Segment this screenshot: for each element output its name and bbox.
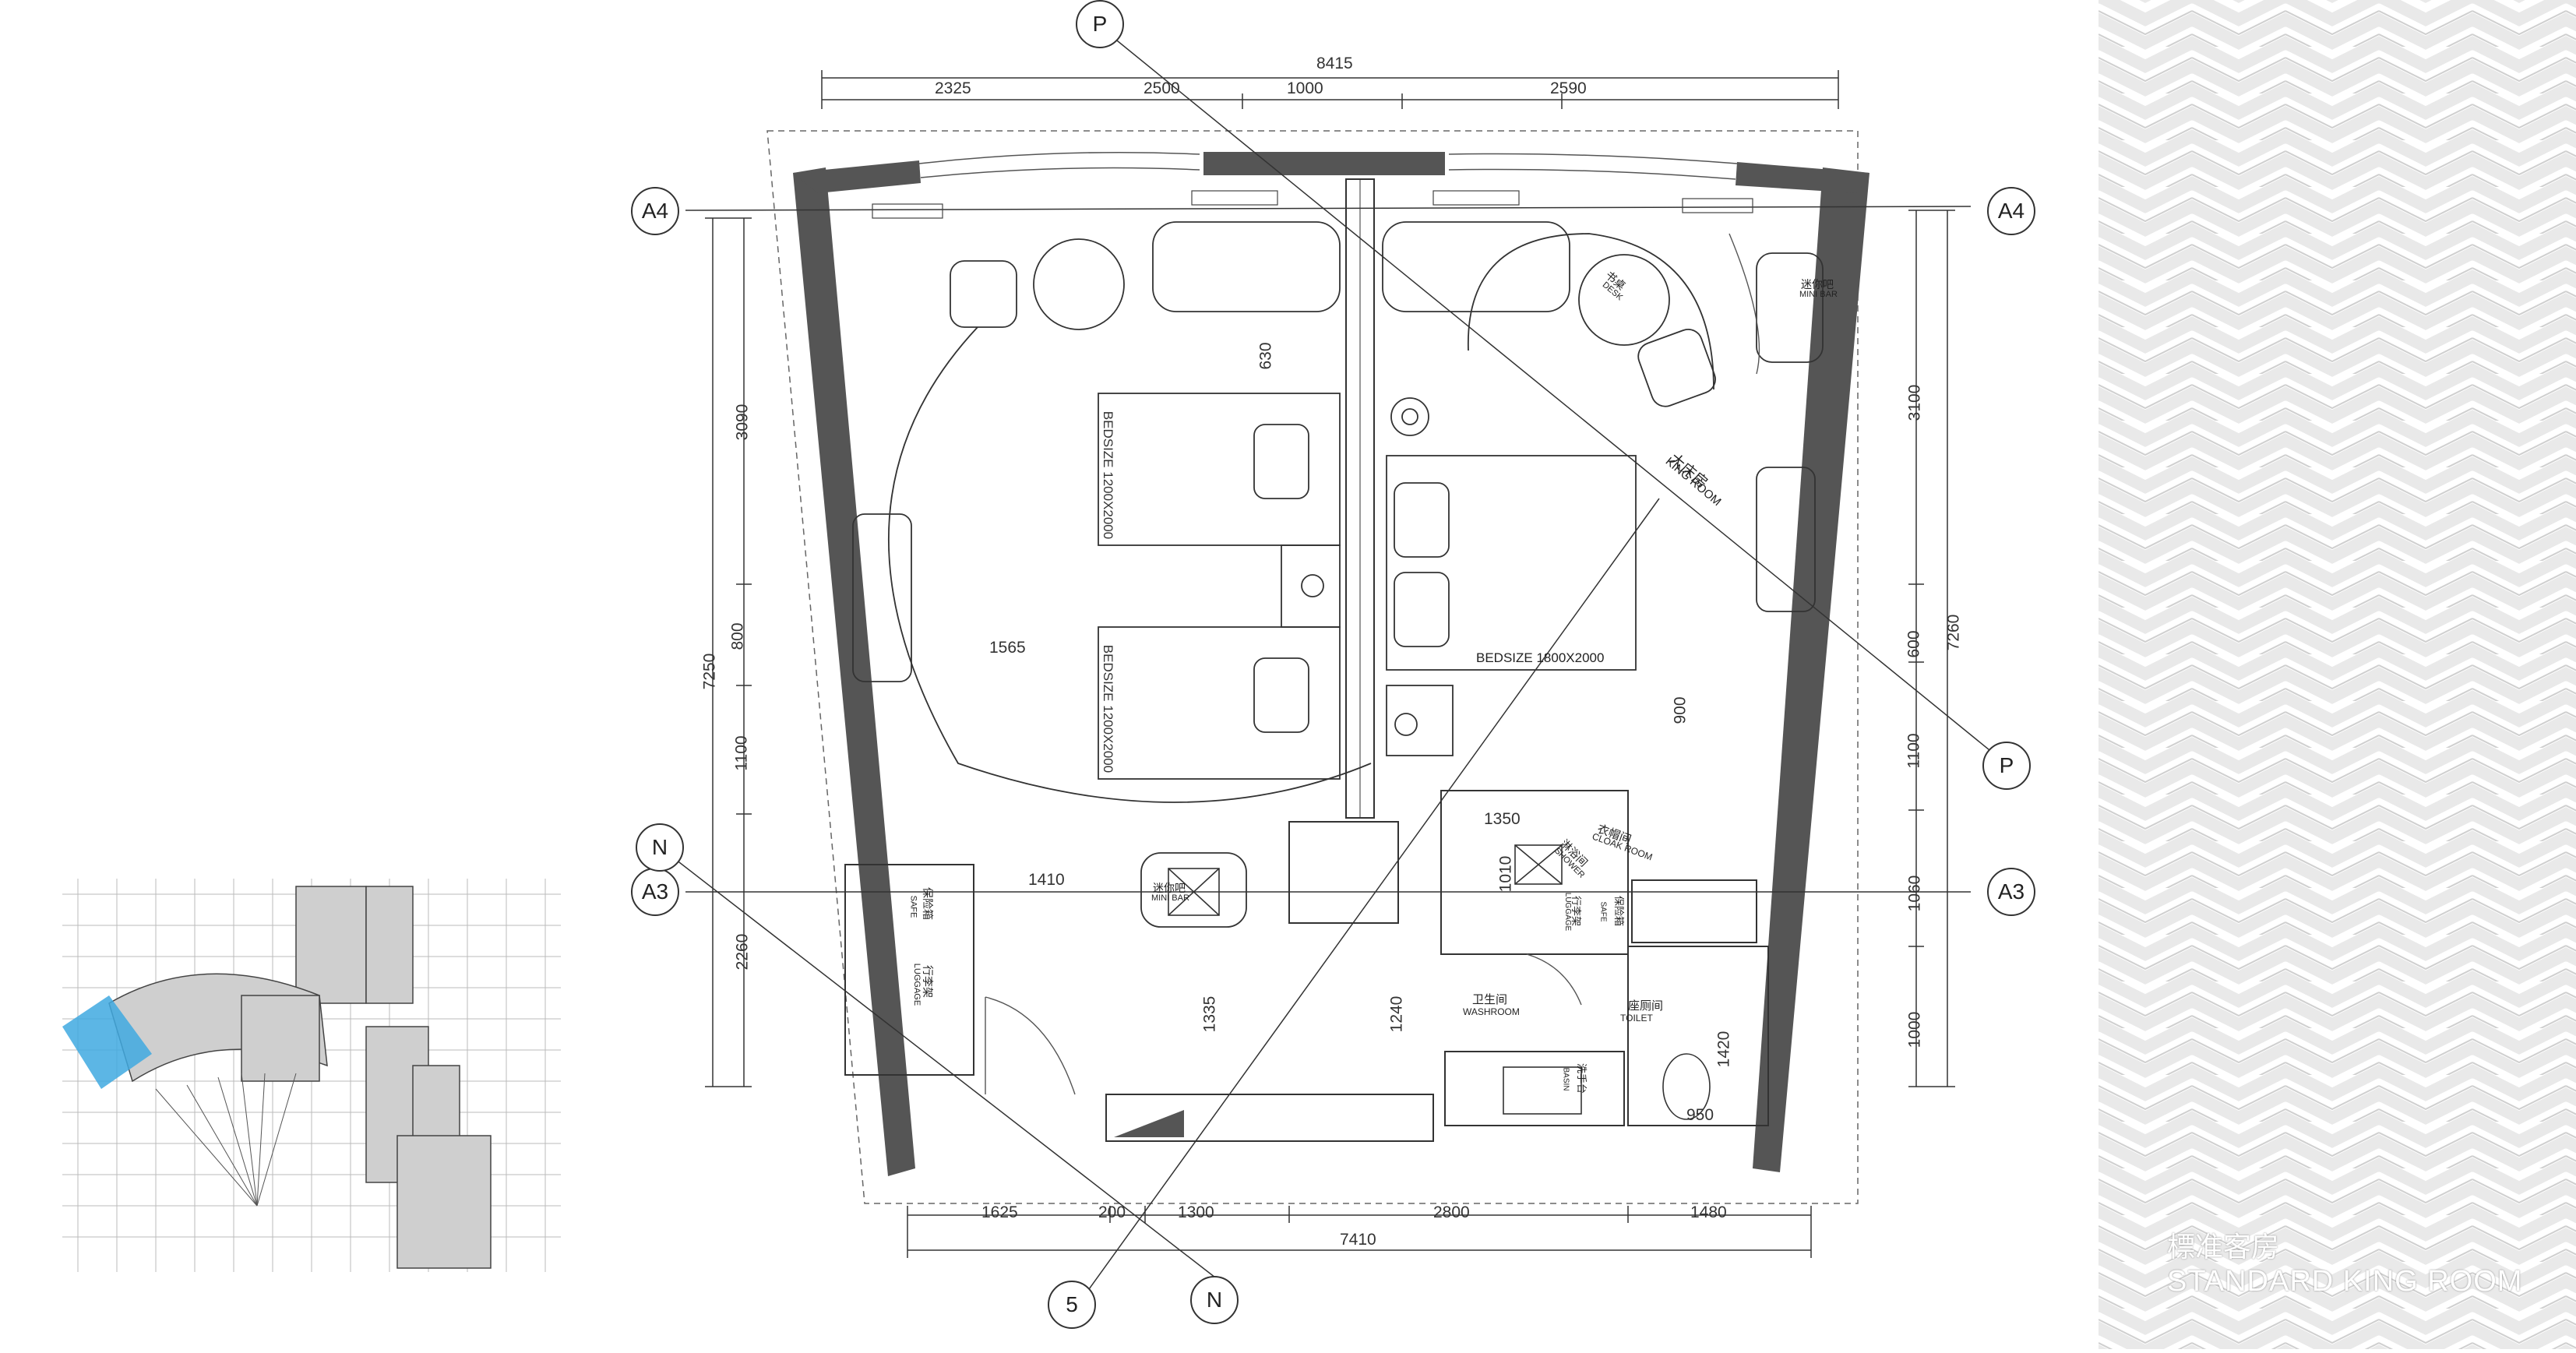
label-bedsize-king: BEDSIZE 1800X2000	[1476, 650, 1605, 665]
caption-title-cn: 標准客房	[2167, 1231, 2280, 1263]
dim-top-3: 1000	[1287, 79, 1323, 97]
dim-inner-1335: 1335	[1200, 995, 1219, 1033]
axis-p-top: P	[1076, 0, 1124, 48]
wall-right	[1753, 167, 1869, 1172]
axis-a4-right: A4	[1987, 187, 2035, 235]
label-minibar2-cn: 迷你吧	[1153, 882, 1186, 894]
label-safe-cn: 保险箱	[922, 887, 934, 920]
dim-top-overall: 8415	[1316, 55, 1353, 72]
label-safe2-cn: 保险箱	[1613, 895, 1626, 927]
label-bedsize-twin-1: BEDSIZE 1200X2000	[1101, 410, 1116, 540]
axis-n-bottom: N	[1190, 1276, 1239, 1324]
dim-inner-1010: 1010	[1496, 855, 1515, 893]
bed-twin-1	[1098, 393, 1341, 546]
herringbone-pattern	[2099, 0, 2576, 1349]
dim-left-1: 3090	[733, 403, 752, 441]
axis-p-right: P	[1982, 742, 2031, 790]
dim-left-2: 800	[728, 622, 747, 650]
dim-inner-1420: 1420	[1714, 1031, 1733, 1068]
label-safe2-en: SAFE	[1598, 901, 1608, 922]
label-bedsize-twin-2: BEDSIZE 1200X2000	[1101, 644, 1116, 773]
bed-king	[1386, 455, 1637, 671]
floor-plan-drawing	[661, 26, 2007, 1309]
dim-left-overall: 7250	[700, 653, 719, 690]
label-safe-en: SAFE	[908, 895, 918, 918]
dim-inner-1240: 1240	[1387, 995, 1406, 1033]
label-minibar-en: MINI BAR	[1799, 290, 1838, 299]
label-toilet-en: TOILET	[1620, 1013, 1653, 1024]
key-plan	[62, 879, 561, 1272]
caption-title-en: STANDARD KING ROOM	[2167, 1265, 2523, 1298]
dim-top-1: 2325	[935, 79, 971, 97]
dim-right-overall: 7260	[1944, 614, 1963, 651]
axis-a3-left: A3	[631, 868, 679, 916]
wall-left	[793, 167, 915, 1176]
wall-top-middle	[1203, 152, 1445, 175]
dim-inner-1350: 1350	[1484, 810, 1521, 828]
key-plan-drawing	[62, 879, 561, 1272]
dim-bottom-1: 1625	[981, 1203, 1018, 1221]
dim-inner-1410: 1410	[1028, 871, 1065, 889]
key-plan-highlight	[62, 995, 152, 1089]
dim-inner-630: 630	[1256, 342, 1275, 370]
dim-bottom-overall: 7410	[1340, 1231, 1376, 1249]
label-basin-en: BASIN	[1561, 1067, 1570, 1091]
dim-bottom-4: 2800	[1433, 1203, 1470, 1221]
dim-inner-950: 950	[1686, 1106, 1714, 1124]
dim-bottom-2: 200	[1098, 1203, 1126, 1221]
axis-5: 5	[1048, 1281, 1096, 1329]
axis-n-left: N	[636, 823, 684, 872]
herringbone-texture-panel	[2099, 0, 2576, 1349]
dim-right-5: 1000	[1905, 1011, 1924, 1048]
label-washroom-en: WASHROOM	[1463, 1006, 1520, 1017]
label-minibar-cn: 迷你吧	[1801, 278, 1834, 291]
label-luggage-en: LUGGAGE	[912, 963, 922, 1006]
label-basin-cn: 洗手台	[1576, 1062, 1588, 1094]
tub-triangle	[1114, 1110, 1184, 1137]
dim-bottom-3: 1300	[1178, 1203, 1214, 1221]
dim-left-3: 1100	[732, 735, 751, 771]
dim-right-1: 3100	[1905, 384, 1924, 421]
wall-top-left	[793, 160, 921, 193]
wall-top-right	[1736, 162, 1869, 193]
bed-twin-2	[1098, 626, 1341, 780]
floor-plan: P P A4 A4 A3 A3 N N 5 8415 2325 2500 100…	[608, 0, 2088, 1349]
axis-a4-left: A4	[631, 187, 679, 235]
dim-left-4: 2260	[733, 933, 752, 971]
label-minibar2-en: MINI BAR	[1151, 893, 1189, 903]
dim-right-2: 600	[1905, 630, 1923, 658]
dim-inner-900: 900	[1671, 696, 1690, 724]
dim-top-2: 2500	[1144, 79, 1180, 97]
dim-right-4: 1060	[1905, 875, 1924, 912]
dim-inner-1565: 1565	[989, 639, 1026, 657]
dim-bottom-5: 1480	[1690, 1203, 1727, 1221]
label-toilet-cn: 座厕间	[1628, 999, 1664, 1013]
axis-a3-right: A3	[1987, 868, 2035, 916]
dim-top-4: 2590	[1550, 79, 1587, 97]
label-luggage2-en: LUGGAGE	[1563, 892, 1573, 932]
label-luggage-cn: 行李架	[922, 965, 934, 998]
label-washroom-cn: 卫生间	[1472, 993, 1508, 1006]
dim-right-3: 1100	[1905, 733, 1923, 769]
